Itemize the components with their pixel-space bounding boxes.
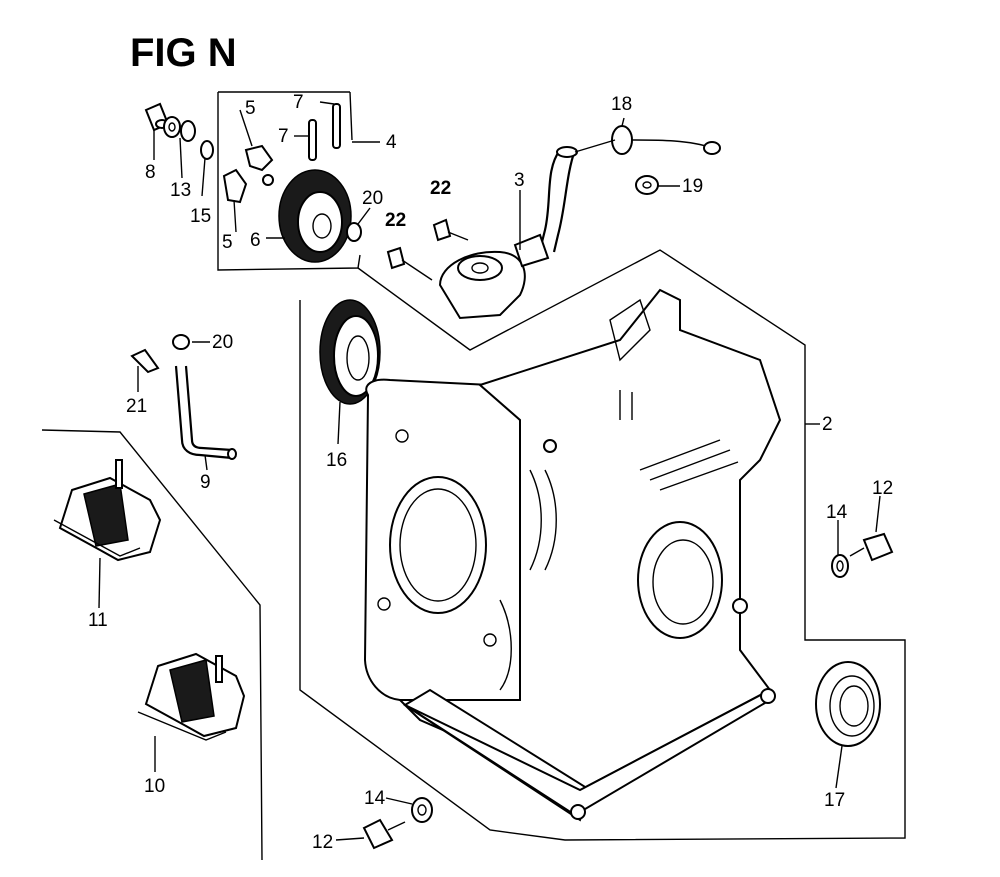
part-22-bolt-lower <box>386 246 433 281</box>
part-16-bearing <box>319 299 381 405</box>
group-boundaries <box>41 91 906 861</box>
callout-5-upper: 5 <box>245 98 256 119</box>
part-11-mount <box>53 459 162 562</box>
callout-22-upper: 22 <box>430 178 451 199</box>
part-17-oil-seal <box>815 661 881 747</box>
callout-4: 4 <box>386 132 397 153</box>
callout-22-lower: 22 <box>385 210 406 231</box>
part-5-governor-weight-upper <box>244 144 274 186</box>
part-7-pin-lower <box>308 119 317 161</box>
callout-10: 10 <box>144 776 165 797</box>
part-12-bolt-right <box>849 532 894 562</box>
part-18-grommet <box>611 125 721 155</box>
part-7-pin-upper <box>332 103 341 149</box>
callout-13: 13 <box>170 180 191 201</box>
callout-19: 19 <box>682 176 703 197</box>
callout-5-lower: 5 <box>222 232 233 253</box>
figure-title: FIG N <box>130 31 237 75</box>
callout-2: 2 <box>822 414 833 435</box>
part-15-ring <box>180 120 196 142</box>
callout-7-lower: 7 <box>278 126 289 147</box>
part-21-clip <box>130 348 160 374</box>
callout-11: 11 <box>88 610 108 631</box>
part-22-bolt-upper <box>432 218 469 242</box>
part-14-washer-bottom <box>411 797 433 823</box>
callout-16: 16 <box>326 450 347 471</box>
callout-18: 18 <box>611 94 632 115</box>
part-20-nut-lower <box>172 334 190 350</box>
callout-15: 15 <box>190 206 211 227</box>
callout-14-right: 14 <box>826 502 848 523</box>
callout-12-right: 12 <box>872 478 893 499</box>
callout-7-upper: 7 <box>293 92 304 113</box>
part-5-governor-weight-lower <box>222 168 248 204</box>
part-9-dipstick-rod <box>174 365 237 460</box>
part-14-washer-right <box>831 554 849 578</box>
callout-6: 6 <box>250 230 261 251</box>
callout-8: 8 <box>145 162 156 183</box>
part-3-breather-tube <box>538 139 616 253</box>
part-10-mount <box>137 652 246 741</box>
part-3-pump-body <box>438 233 550 320</box>
part-15-oring <box>200 140 214 160</box>
callout-3: 3 <box>514 170 525 191</box>
callout-20-lower: 20 <box>212 332 233 353</box>
part-20-nut-upper <box>346 222 362 242</box>
part-6-governor-gear <box>278 169 352 263</box>
callout-20-upper: 20 <box>362 188 383 209</box>
callout-labels: 8 13 15 5 5 6 7 7 4 20 18 3 19 22 22 20 … <box>88 92 893 853</box>
part-19-nut <box>635 175 659 195</box>
leader-lines <box>98 101 881 841</box>
part-12-bolt-bottom <box>362 818 406 850</box>
part-2-crankcase <box>363 288 782 822</box>
callout-9: 9 <box>200 472 211 493</box>
part-13-washer <box>163 116 181 138</box>
callout-21: 21 <box>126 396 147 417</box>
callout-12-bottom: 12 <box>312 832 333 853</box>
callout-14-bottom: 14 <box>364 788 386 809</box>
callout-17: 17 <box>824 790 845 811</box>
